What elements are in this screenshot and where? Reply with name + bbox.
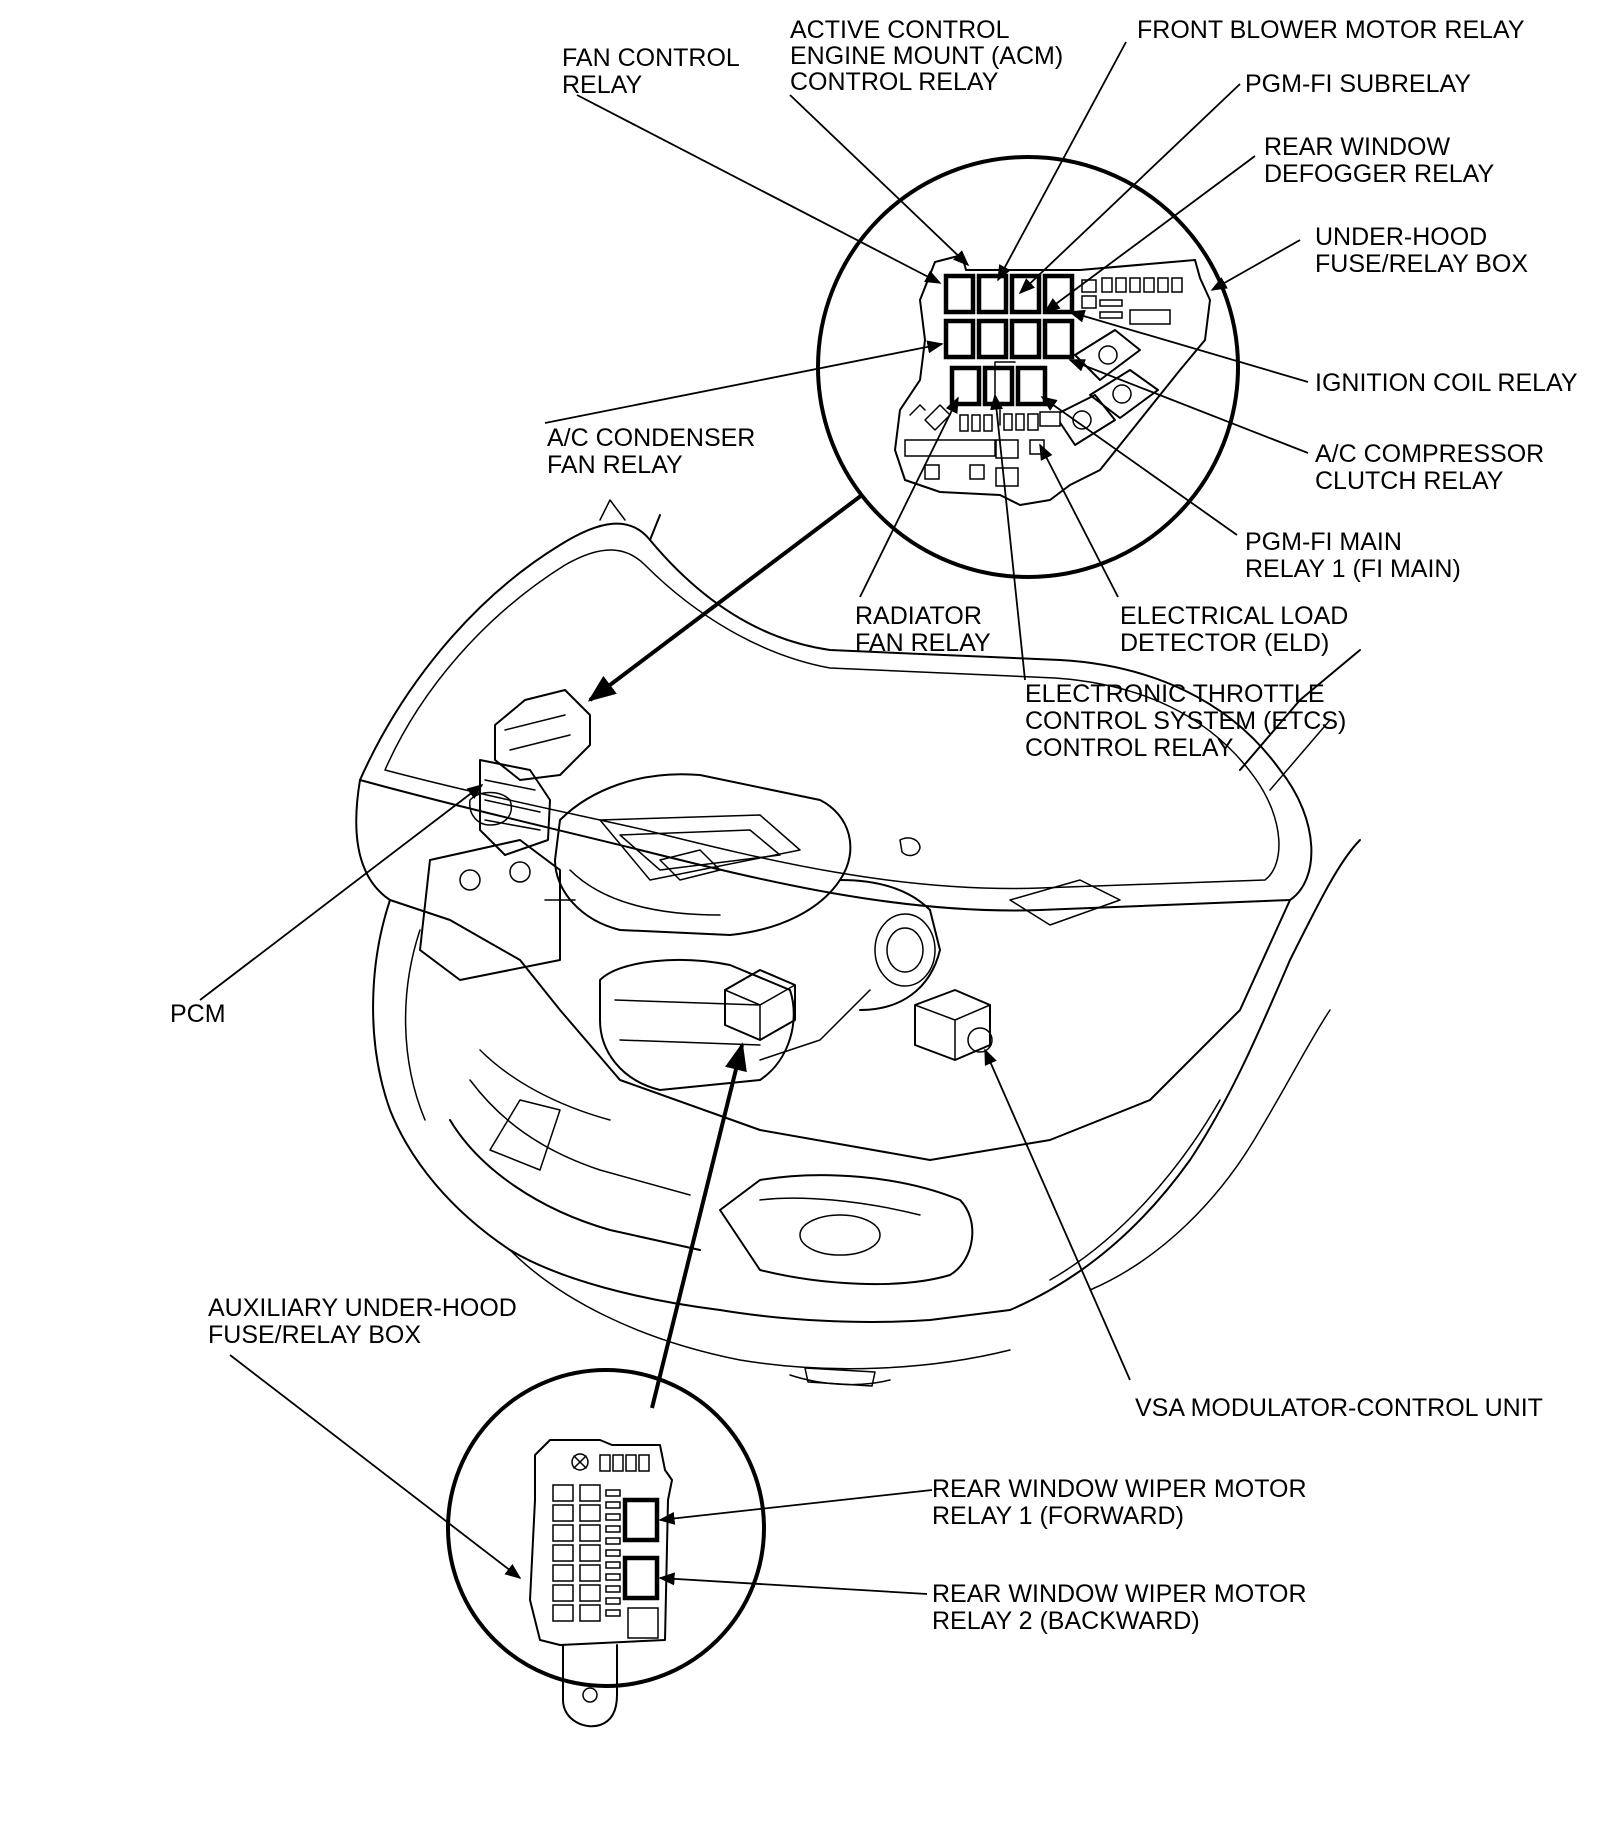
label-ac-compressor-clutch-relay: A/C COMPRESSOR CLUTCH RELAY [1315,440,1551,495]
label-front-blower-motor-relay: FRONT BLOWER MOTOR RELAY [1137,16,1525,44]
label-pgm-fi-main-relay-1: PGM-FI MAIN RELAY 1 (FI MAIN) [1245,528,1461,583]
label-rear-window-wiper-motor-relay-1: REAR WINDOW WIPER MOTOR RELAY 1 (FORWARD… [932,1475,1313,1530]
label-vsa-modulator-control-unit: VSA MODULATOR-CONTROL UNIT [1135,1394,1543,1422]
label-ignition-coil-relay: IGNITION COIL RELAY [1315,369,1578,397]
label-electrical-load-detector: ELECTRICAL LOAD DETECTOR (ELD) [1120,602,1355,657]
label-rear-window-wiper-motor-relay-2: REAR WINDOW WIPER MOTOR RELAY 2 (BACKWAR… [932,1580,1313,1635]
leader-lines [199,41,1309,1595]
label-under-hood-fuse-relay-box: UNDER-HOOD FUSE/RELAY BOX [1315,223,1528,278]
label-auxiliary-under-hood-fuse-relay-box: AUXILIARY UNDER-HOOD FUSE/RELAY BOX [208,1294,524,1349]
auxiliary-fuse-box-detail [446,1368,766,1728]
label-acm-control-relay: ACTIVE CONTROL ENGINE MOUNT (ACM) CONTRO… [790,16,1070,96]
label-radiator-fan-relay: RADIATOR FAN RELAY [855,602,991,657]
label-pgm-fi-subrelay: PGM-FI SUBRELAY [1245,70,1471,98]
label-etcs-control-relay: ELECTRONIC THROTTLE CONTROL SYSTEM (ETCS… [1025,680,1353,762]
label-fan-control-relay: FAN CONTROL RELAY [562,44,746,99]
callout-arrow-aux-box [650,1042,747,1409]
callout-arrow-under-hood-box [587,493,864,702]
vehicle-front-illustration [355,499,1361,1387]
label-ac-condenser-fan-relay: A/C CONDENSER FAN RELAY [547,424,762,479]
label-rear-window-defogger-relay: REAR WINDOW DEFOGGER RELAY [1264,133,1494,188]
under-hood-fuse-box-detail [816,155,1240,579]
label-pcm: PCM [170,1000,226,1028]
